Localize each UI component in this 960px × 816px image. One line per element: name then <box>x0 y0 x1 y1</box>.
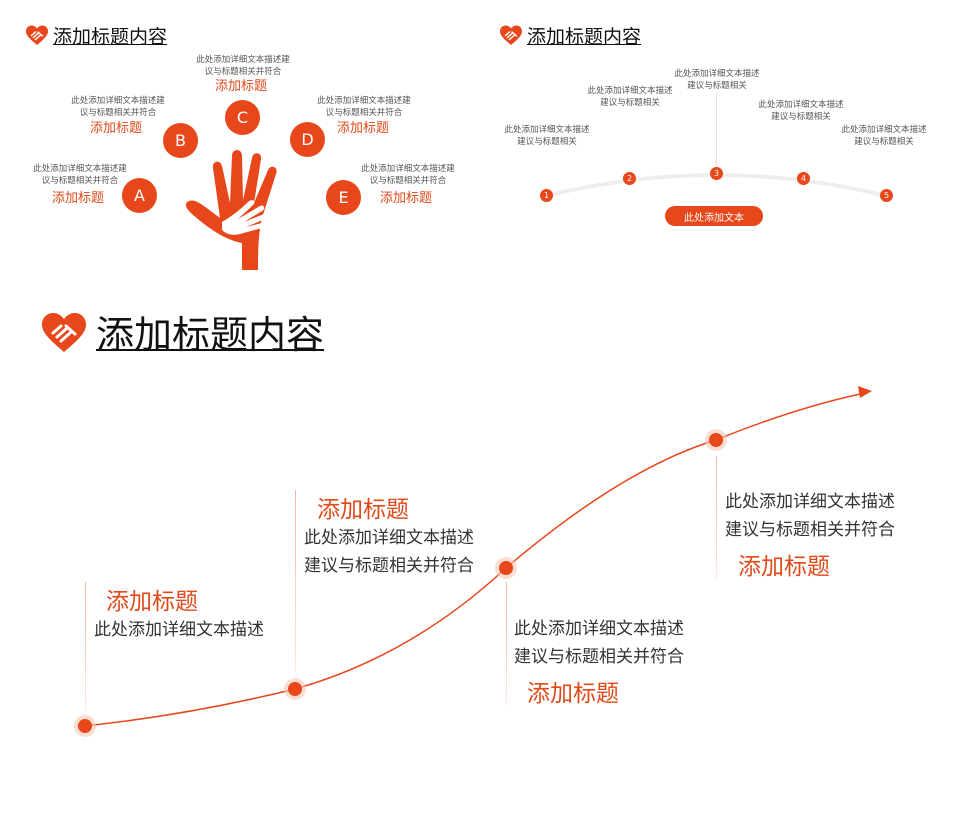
milestone-4-label: 添加标题 <box>738 554 830 580</box>
hand-item-b-desc: 此处添加详细文本描述建 议与标题相关并符合 <box>71 96 165 118</box>
hand-item-a-desc: 此处添加详细文本描述建 议与标题相关并符合 <box>33 164 127 186</box>
panel1-title: 添加标题内容 <box>53 26 168 48</box>
hand-item-a-badge: A <box>122 178 157 213</box>
hand-item-d-badge: D <box>290 122 325 157</box>
step-4-dot: 4 <box>797 172 810 185</box>
milestone-4-desc: 此处添加详细文本描述 建议与标题相关并符合 <box>725 492 895 540</box>
hand-item-d-label: 添加标题 <box>337 121 390 136</box>
milestone-2-desc: 此处添加详细文本描述 建议与标题相关并符合 <box>304 528 474 576</box>
step-1-desc: 此处添加详细文本描述 建议与标题相关 <box>504 125 590 147</box>
milestone-3-label: 添加标题 <box>527 681 619 707</box>
hand-item-a-label: 添加标题 <box>52 191 105 206</box>
milestone-1-label: 添加标题 <box>106 589 198 615</box>
milestone-1-desc: 此处添加详细文本描述 <box>94 620 264 640</box>
hand-item-c-desc: 此处添加详细文本描述建 议与标题相关并符合 <box>196 55 290 77</box>
hand-item-e-badge: E <box>326 180 361 215</box>
milestone-3-line <box>506 582 507 706</box>
hand-item-e-label: 添加标题 <box>380 191 433 206</box>
step-2-dot: 2 <box>623 172 636 185</box>
hand-item-b-badge: B <box>163 123 198 158</box>
step-3-dot: 3 <box>710 167 723 180</box>
step-center-line <box>716 92 717 166</box>
milestone-4-line <box>716 456 717 580</box>
milestone-3-marker <box>495 557 517 579</box>
hand-item-e-desc: 此处添加详细文本描述建 议与标题相关并符合 <box>361 164 455 186</box>
milestone-2-label: 添加标题 <box>317 497 409 523</box>
hand-item-b-label: 添加标题 <box>90 121 143 136</box>
hand-item-c-badge: C <box>225 100 260 135</box>
step-4-desc: 此处添加详细文本描述 建议与标题相关 <box>758 100 844 122</box>
milestone-1-marker <box>74 715 96 737</box>
add-text-button[interactable]: 此处添加文本 <box>665 206 763 226</box>
panel2-title: 添加标题内容 <box>527 26 642 48</box>
milestone-2-marker <box>284 678 306 700</box>
milestone-1-line <box>85 582 86 710</box>
arrow-head-icon <box>858 386 872 398</box>
helping-hand-icon <box>185 150 277 270</box>
hand-item-d-desc: 此处添加详细文本描述建 议与标题相关并符合 <box>317 96 411 118</box>
milestone-3-desc: 此处添加详细文本描述 建议与标题相关并符合 <box>514 619 684 667</box>
milestone-2-line <box>295 490 296 672</box>
step-2-desc: 此处添加详细文本描述 建议与标题相关 <box>587 86 673 108</box>
panel3-title: 添加标题内容 <box>96 313 325 357</box>
step-5-dot: 5 <box>880 189 893 202</box>
step-1-dot: 1 <box>540 189 553 202</box>
step-3-desc: 此处添加详细文本描述 建议与标题相关 <box>674 69 760 91</box>
step-5-desc: 此处添加详细文本描述 建议与标题相关 <box>841 125 927 147</box>
hand-item-c-label: 添加标题 <box>215 79 268 94</box>
milestone-4-marker <box>705 429 727 451</box>
